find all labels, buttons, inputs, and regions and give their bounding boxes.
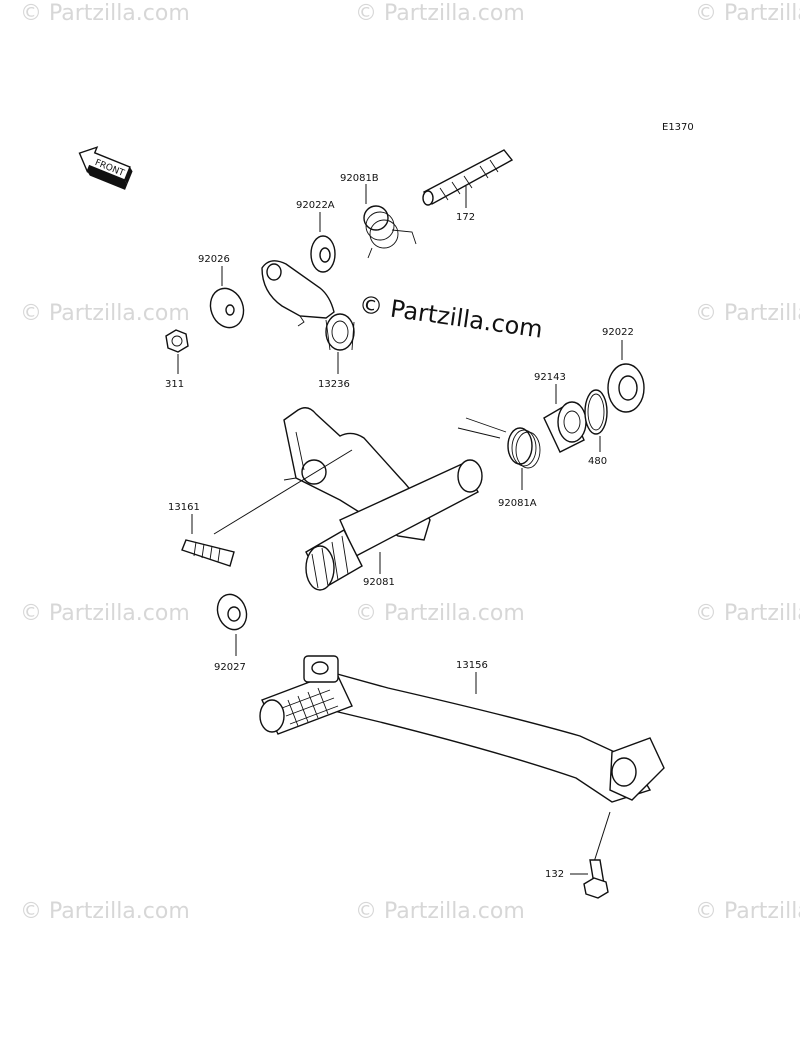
label-132: 132 — [545, 869, 564, 880]
label-172: 172 — [456, 212, 475, 223]
watermark: © Partzilla.com — [695, 601, 800, 626]
watermark-layer: © Partzilla.com © Partzilla.com © Partzi… — [20, 1, 800, 924]
label-92022: 92022 — [602, 327, 634, 338]
label-92022A: 92022A — [296, 200, 335, 211]
label-92081B: 92081B — [340, 173, 379, 184]
label-13161: 92081 — [363, 577, 395, 588]
part-92027-washer[interactable]: 92027 — [213, 590, 252, 673]
diagram-code: E1370 — [662, 122, 694, 133]
part-13156-shift-pedal[interactable]: 13156 — [259, 655, 665, 803]
label-480: 480 — [588, 456, 607, 467]
label-13236: 13236 — [318, 379, 350, 390]
watermark: © Partzilla.com — [695, 1, 800, 26]
watermark: © Partzilla.com — [695, 899, 800, 924]
part-92081A-spring[interactable]: 92081A — [457, 417, 541, 509]
part-311-nut[interactable]: 311 — [165, 329, 189, 390]
label-311: 311 — [165, 379, 184, 390]
watermark: © Partzilla.com — [355, 601, 525, 626]
part-92022A-washer[interactable]: 92022A — [296, 200, 336, 273]
center-watermark: © Partzilla.com — [357, 290, 544, 344]
part-13236-lever[interactable]: 13236 — [261, 260, 355, 390]
label-13156: 13156 — [456, 660, 488, 671]
label-92081A: 92081A — [498, 498, 537, 509]
part-172-pin[interactable]: 172 — [422, 149, 514, 223]
front-arrow-icon: FRONT — [78, 146, 133, 190]
part-92143-collar[interactable]: 92143 — [534, 372, 587, 453]
part-132-bolt[interactable]: 132 — [545, 811, 611, 899]
label-92081: 13161 — [168, 502, 200, 513]
watermark: © Partzilla.com — [355, 899, 525, 924]
label-92027: 92027 — [214, 662, 246, 673]
watermark: © Partzilla.com — [20, 601, 190, 626]
part-92081-spring[interactable]: 13161 — [168, 449, 353, 567]
svg-text:© Partzilla.com: © Partzilla.com — [357, 290, 544, 344]
part-480-circlip[interactable]: 480 — [584, 389, 608, 467]
label-92143: 92143 — [534, 372, 566, 383]
part-92022-washer[interactable]: 92022 — [602, 327, 645, 413]
part-92026-washer[interactable]: 92026 — [198, 254, 249, 332]
watermark: © Partzilla.com — [355, 1, 525, 26]
label-92026: 92026 — [198, 254, 230, 265]
watermark: © Partzilla.com — [695, 301, 800, 326]
watermark: © Partzilla.com — [20, 301, 190, 326]
part-13161-shift-shaft[interactable]: 92081 — [283, 407, 483, 591]
part-92081B-spring[interactable]: 92081B — [340, 173, 417, 259]
watermark: © Partzilla.com — [20, 1, 190, 26]
watermark: © Partzilla.com — [20, 899, 190, 924]
